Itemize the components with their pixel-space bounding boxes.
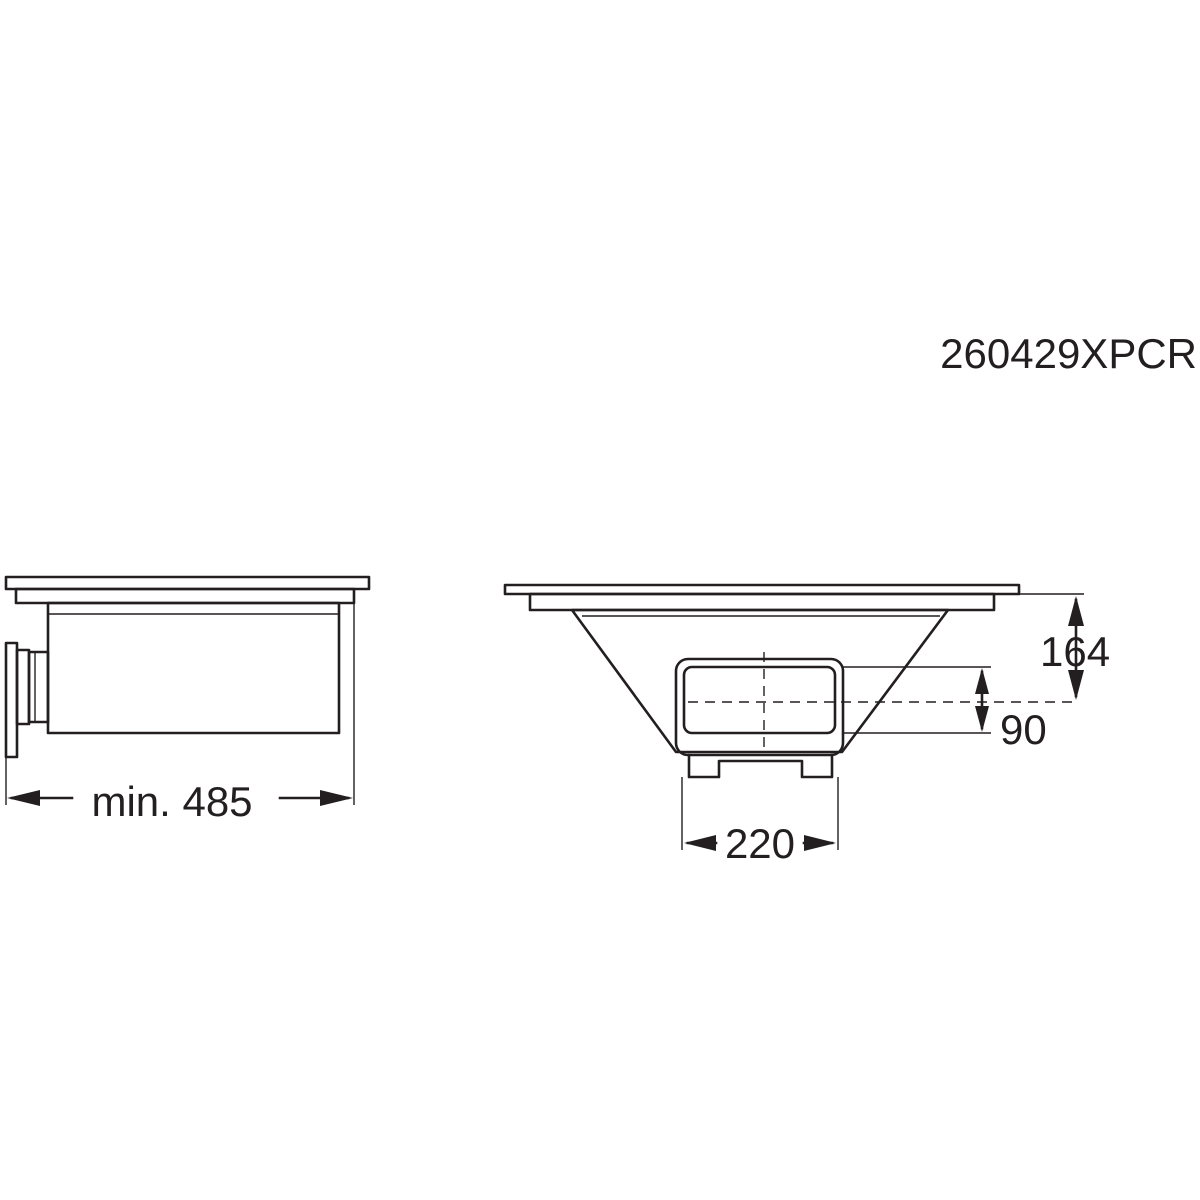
side-hob-plate [4,575,371,591]
arrow-up-icon [1068,596,1084,626]
side-outlet-flange [4,641,19,759]
arrow-left-icon [684,835,716,851]
side-view: min. 485 [4,575,371,825]
drawing-code: 260429XPCR [940,330,1197,377]
arrow-up-icon [975,668,989,694]
front-outlet-box [674,657,845,757]
side-outlet-nozzle [27,650,50,724]
side-hob-frame [14,587,356,605]
side-outlet-collar [15,648,31,726]
front-view: 164 90 220 [503,583,1110,867]
arrow-right-icon [804,835,836,851]
height-label: 164 [1040,628,1110,675]
arrow-down-icon [975,706,989,732]
arrow-right-icon [320,790,353,806]
front-outlet-feet [687,753,834,779]
side-extractor-housing [46,601,341,735]
arrow-down-icon [1068,670,1084,700]
front-hob-plate [503,583,1021,596]
front-hob-frame [528,592,996,612]
side-width-label: min. 485 [91,778,252,825]
arrow-left-icon [7,790,40,806]
front-extractor-funnel [570,608,950,754]
front-outlet-opening [682,665,837,735]
outlet-height-label: 90 [1000,706,1047,753]
outlet-width-label: 220 [725,820,795,867]
